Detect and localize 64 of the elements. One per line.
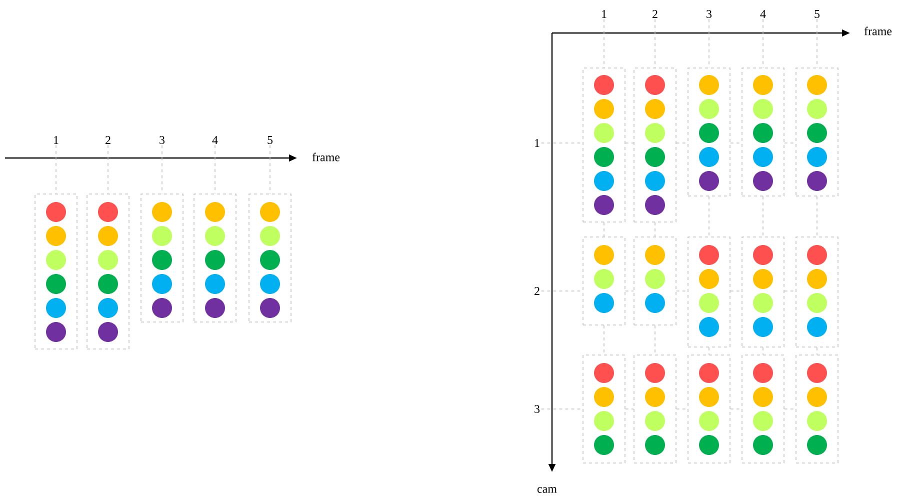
tick-label: 2 — [652, 10, 658, 18]
dashed-box — [688, 236, 730, 348]
axis-label: frame — [864, 26, 892, 36]
dashed-connector — [625, 290, 634, 292]
dashed-box — [742, 236, 784, 348]
tick-label: 3 — [706, 10, 712, 18]
dashed-connector — [654, 18, 656, 68]
tick-label: 5 — [814, 10, 820, 18]
dashed-box — [634, 68, 676, 222]
dashed-box — [86, 194, 130, 350]
tick-label: 4 — [760, 10, 766, 18]
dashed-connector — [816, 196, 818, 237]
dashed-box — [582, 236, 626, 326]
axis-label: frame — [312, 152, 340, 162]
dashed-connector — [540, 142, 583, 144]
tick-label: 3 — [160, 136, 165, 144]
dashed-connector — [540, 408, 583, 410]
dashed-box — [796, 354, 838, 464]
dashed-connector — [816, 18, 818, 68]
tick-label: 3 — [534, 404, 540, 414]
dashed-connector — [708, 196, 710, 237]
dashed-box — [634, 236, 676, 326]
dashed-connector — [708, 18, 710, 68]
dashed-connector — [625, 142, 634, 144]
dashed-box — [742, 68, 784, 196]
dashed-connector — [784, 290, 796, 292]
tick-label: 1 — [535, 139, 540, 147]
dashed-box — [582, 354, 626, 464]
dashed-connector — [762, 196, 764, 237]
dashed-connector — [676, 408, 688, 410]
dashed-box — [582, 68, 626, 222]
tick-label: 1 — [602, 10, 606, 18]
dashed-connector — [730, 142, 742, 144]
dashed-connector — [784, 408, 796, 410]
dashed-box — [742, 354, 784, 464]
dashed-box — [248, 194, 292, 322]
dashed-box — [140, 194, 184, 322]
dashed-connector — [784, 142, 796, 144]
dashed-connector — [730, 290, 742, 292]
tick-label: 1 — [54, 136, 58, 144]
tick-label: 2 — [534, 287, 540, 295]
dashed-connector — [654, 222, 656, 237]
dashed-connector — [214, 144, 216, 194]
dashed-connector — [762, 347, 764, 355]
axis-label: cam — [537, 487, 557, 493]
dashed-connector — [676, 142, 688, 144]
dashed-box — [194, 194, 236, 322]
dashed-connector — [540, 290, 583, 292]
dashed-box — [796, 68, 838, 196]
dashed-box — [796, 236, 838, 348]
dashed-box — [688, 354, 730, 464]
dashed-connector — [654, 325, 656, 355]
tick-label: 5 — [268, 136, 273, 144]
dashed-box — [34, 194, 78, 350]
tick-label: 2 — [106, 136, 110, 144]
dashed-box — [688, 68, 730, 196]
dashed-connector — [708, 347, 710, 355]
dashed-connector — [762, 18, 764, 68]
dashed-connector — [625, 408, 634, 410]
dashed-connector — [676, 290, 688, 292]
dashed-connector — [730, 408, 742, 410]
dashed-connector — [816, 347, 818, 355]
dashed-box — [634, 354, 676, 464]
tick-label: 4 — [212, 136, 218, 144]
